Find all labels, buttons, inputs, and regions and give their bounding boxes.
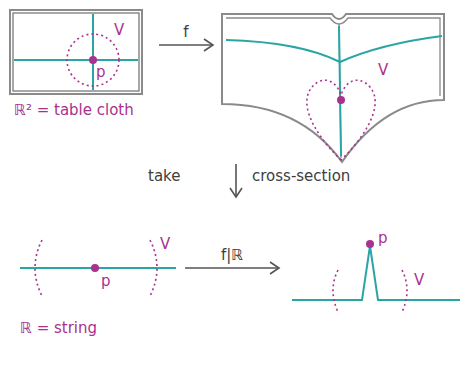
space-label: ℝ = string <box>20 320 97 337</box>
teal-line <box>292 246 460 300</box>
neighbourhood-heart <box>307 80 375 160</box>
region-label: V <box>378 62 388 79</box>
point-dot <box>89 56 97 64</box>
region-label: V <box>160 236 170 253</box>
region-label: V <box>114 22 124 39</box>
down-arrow <box>235 164 237 196</box>
neighbourhood-bracket <box>402 270 407 312</box>
point-dot <box>366 240 374 248</box>
annotation-text: cross-section <box>252 168 350 185</box>
arrow-shaft <box>159 44 213 46</box>
folded-cloth-outline <box>222 14 444 162</box>
mapping-arrow <box>185 262 279 274</box>
annotation-text: take <box>148 168 180 185</box>
point-label: p <box>101 273 111 290</box>
tablecloth-outline <box>13 13 139 91</box>
neighbourhood-bracket <box>333 270 338 312</box>
neighbourhood-bracket <box>150 240 157 296</box>
down-arrow <box>230 188 242 197</box>
teal-line <box>226 36 442 62</box>
map-label: f <box>183 24 188 41</box>
neighbourhood-bracket <box>35 240 42 296</box>
point-dot <box>91 264 99 272</box>
fold-line <box>339 24 341 158</box>
neighbourhood-circle <box>67 34 119 86</box>
teal-line <box>92 14 94 90</box>
spike-panel: pV <box>282 228 466 328</box>
folded-cloth-outline <box>226 18 440 96</box>
mapping-arrow <box>159 39 213 51</box>
arrow-shaft <box>185 267 279 269</box>
region-label: V <box>414 272 424 289</box>
space-label: ℝ² = table cloth <box>14 102 134 119</box>
folded-cloth-panel: V <box>216 6 452 166</box>
string-panel: Vp ℝ = string <box>12 228 182 348</box>
point-label: p <box>96 64 106 81</box>
point-label: p <box>378 230 388 247</box>
arrow-head <box>204 39 213 51</box>
tablecloth-outline <box>10 10 142 94</box>
point-dot <box>337 96 345 104</box>
teal-line <box>339 26 341 156</box>
arrow-head <box>270 262 279 274</box>
tablecloth-panel: Vp ℝ² = table cloth <box>6 6 156 124</box>
map-label: f|ℝ <box>221 247 243 264</box>
